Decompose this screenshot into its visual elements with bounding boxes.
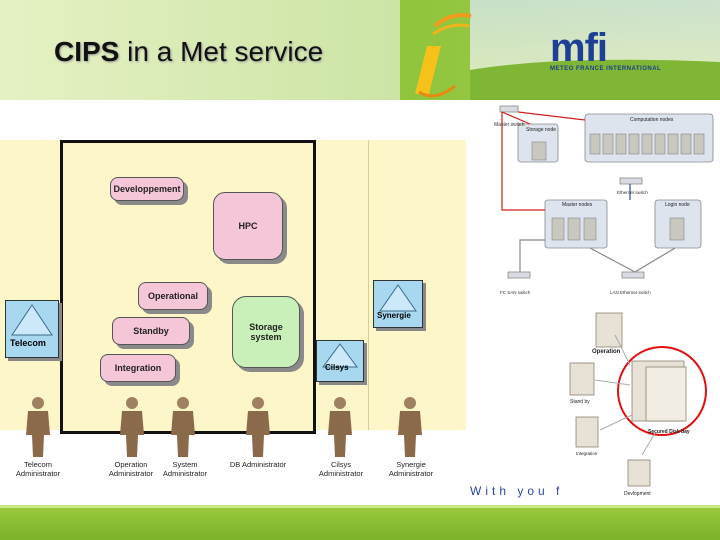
person-icon [328,397,352,457]
mfi-logo-text: mfi [550,26,608,70]
operation-site-label: Operation [592,349,621,355]
secured-disk-bay-label: Secured Disk bay [648,429,690,435]
integration-box: Integration [100,354,176,382]
login-node-label: Login node [665,202,690,208]
storage-system-box: Storage system [232,296,300,368]
triangle-icon [379,284,417,312]
standby-site-label: Stand by [570,399,590,405]
mfi-logo-subtitle: METEO FRANCE INTERNATIONAL [550,66,662,72]
person-icon [398,397,422,457]
mfi-logo: mfi METEO FRANCE INTERNATIONAL [550,26,690,72]
storage-node-label: Storage node [526,127,556,133]
synergie-box: Synergie [373,280,423,328]
person-icon [171,397,195,457]
people-figures [26,397,422,457]
integration-site-label: Integration [576,451,598,456]
i-logo-icon [415,13,472,98]
slogan-text: With you f [470,484,564,498]
system-administrator-label: System Administrator [162,460,208,478]
telecom-box: Telecom [5,300,59,358]
development-site-label: Devlopment [624,491,651,497]
standby-box: Standby [112,317,190,345]
developpement-box: Developpement [110,177,184,201]
master-nodes-label: Master nodes [562,202,593,208]
db-administrator-label: DB Administrator [229,460,287,469]
triangle-icon [322,343,358,368]
ethernet-switch-label: Ethernet switch [617,190,648,195]
cilsys-administrator-label: Cilsys Administrator [318,460,364,478]
footer-band [0,505,720,540]
hpc-box: HPC [213,192,283,260]
operation-administrator-label: Operation Administrator [108,460,154,478]
telecom-administrator-label: Telecom Administrator [15,460,61,478]
master-switch-label: Master switch [494,122,525,128]
header-background [0,0,720,100]
operational-box: Operational [138,282,208,310]
network-diagram: Master switch Storage node Computation n… [494,105,714,295]
synergie-administrator-label: Synergie Administrator [388,460,434,478]
telecom-label: Telecom [10,338,46,348]
page-title: CIPS in a Met service [54,36,324,67]
server-site-diagram: Operation Stand by Integration Secured D… [569,312,707,497]
lan-switch-label: LAN Ethernet switch [610,290,651,295]
cilsys-box: Cilsys [316,340,364,382]
footer-highlight [0,505,720,508]
person-icon [246,397,270,457]
synergie-label: Synergie [377,311,411,320]
computation-nodes-label: Computation nodes [630,117,674,123]
separator-line [368,140,369,430]
person-icon [120,397,144,457]
triangle-icon [11,304,53,336]
cilsys-label: Cilsys [325,363,349,372]
person-icon [26,397,50,457]
fc-san-switch-label: FC SAN switch [500,290,531,295]
